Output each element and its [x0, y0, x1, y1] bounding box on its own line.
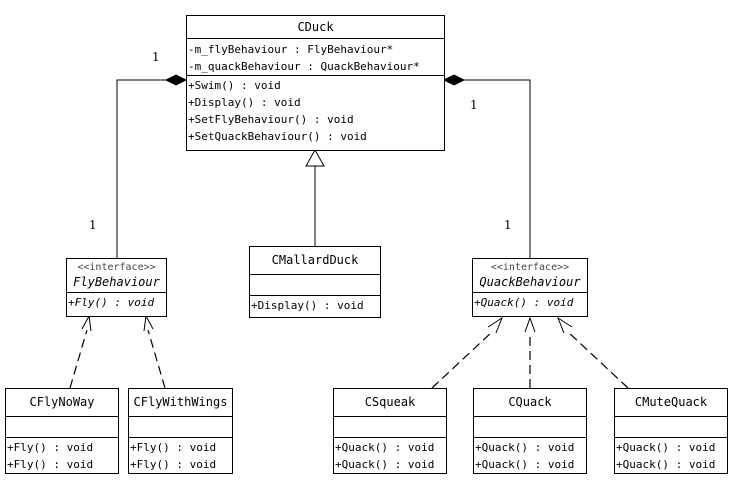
- attributes-section: -m_flyBehaviour : FlyBehaviour* -m_quack…: [187, 38, 444, 75]
- class-cflynoway[interactable]: CFlyNoWay +Fly() : void +Fly() : void: [5, 388, 119, 474]
- operations-section: +Fly() : void +Fly() : void: [6, 437, 118, 473]
- inheritance-arrow: [305, 148, 325, 167]
- operation: +Quack() : void: [475, 441, 575, 454]
- operation: +Display() : void: [251, 299, 364, 312]
- operations-section: +Quack() : void +Quack() : void: [615, 437, 727, 473]
- operation: +Fly() : void: [130, 441, 217, 454]
- class-name: CFlyWithWings: [133, 395, 228, 409]
- class-cflywithwings[interactable]: CFlyWithWings +Fly() : void +Fly() : voi…: [128, 388, 233, 474]
- operation: +Quack() : void: [335, 458, 435, 471]
- class-name: CFlyNoWay: [29, 395, 95, 409]
- class-name: CSqueak: [364, 395, 416, 409]
- operation: +Quack() : void: [616, 441, 716, 454]
- attribute: -m_flyBehaviour : FlyBehaviour*: [188, 43, 394, 56]
- class-csqueak[interactable]: CSqueak +Quack() : void +Quack() : void: [333, 388, 447, 474]
- operations-section: +Fly() : void +Fly() : void: [129, 437, 232, 473]
- interface-name: FlyBehaviour: [73, 275, 160, 289]
- operation: +Swim() : void: [188, 79, 281, 92]
- attributes-section: [250, 274, 380, 295]
- attributes-section: [129, 416, 232, 437]
- operation: +Quack() : void: [475, 458, 575, 471]
- operation: +Fly() : void: [130, 458, 217, 471]
- class-name: CMuteQuack: [634, 395, 708, 409]
- realization-csqueak-arrow: [487, 316, 504, 334]
- operations-section: +Fly() : void: [67, 292, 166, 311]
- class-cquack[interactable]: CQuack +Quack() : void +Quack() : void: [473, 388, 587, 474]
- multiplicity-quack-interface-end: 1: [504, 218, 512, 232]
- attribute: -m_quackBehaviour : QuackBehaviour*: [188, 60, 420, 73]
- composition-fly-line: [116, 79, 186, 258]
- operations-section: +Display() : void: [250, 295, 380, 314]
- class-cmallardduck[interactable]: CMallardDuck +Display() : void: [249, 246, 381, 318]
- composition-quack-line: [444, 79, 531, 258]
- interface-name: QuackBehaviour: [479, 275, 581, 289]
- operation: +SetFlyBehaviour() : void: [188, 113, 354, 126]
- interface-flybehaviour[interactable]: <<interface>> FlyBehaviour +Fly() : void: [66, 258, 167, 317]
- realization-cflynoway-line: [69, 329, 88, 389]
- multiplicity-fly-interface-end: 1: [89, 218, 97, 232]
- operations-section: +Swim() : void +Display() : void +SetFly…: [187, 75, 444, 145]
- stereotype-label: <<interface>>: [490, 262, 570, 273]
- attributes-section: [6, 416, 118, 437]
- attributes-section: [615, 416, 727, 437]
- composition-quack-diamond: [442, 74, 466, 86]
- operation: +Display() : void: [188, 96, 301, 109]
- class-name: CDuck: [297, 20, 334, 34]
- operation: +Quack() : void: [616, 458, 716, 471]
- operation: +Quack() : void: [474, 296, 574, 309]
- attributes-section: [474, 416, 586, 437]
- composition-fly-diamond: [164, 74, 188, 86]
- operation: +SetQuackBehaviour() : void: [188, 130, 367, 143]
- class-name: CQuack: [508, 395, 552, 409]
- realization-cflynoway-arrow: [81, 314, 92, 332]
- operation: +Quack() : void: [335, 441, 435, 454]
- operation: +Fly() : void: [68, 296, 155, 309]
- realization-cquack-arrow: [524, 316, 536, 333]
- class-cmutequack[interactable]: CMuteQuack +Quack() : void +Quack() : vo…: [614, 388, 728, 474]
- operations-section: +Quack() : void: [473, 292, 587, 311]
- class-name: CMallardDuck: [271, 253, 359, 267]
- operation: +Fly() : void: [7, 441, 94, 454]
- operations-section: +Quack() : void +Quack() : void: [334, 437, 446, 473]
- multiplicity-fly-duck-end: 1: [152, 50, 160, 64]
- interface-quackbehaviour[interactable]: <<interface>> QuackBehaviour +Quack() : …: [472, 258, 588, 317]
- operation: +Fly() : void: [7, 458, 94, 471]
- realization-csqueak-line: [431, 330, 494, 389]
- operations-section: +Quack() : void +Quack() : void: [474, 437, 586, 473]
- realization-cflywithwings-line: [147, 329, 166, 389]
- multiplicity-quack-duck-end: 1: [470, 98, 478, 112]
- attributes-section: [334, 416, 446, 437]
- realization-cflywithwings-arrow: [143, 314, 154, 332]
- stereotype-label: <<interface>>: [77, 262, 156, 273]
- realization-cmutequack-line: [566, 330, 629, 389]
- class-cduck[interactable]: CDuck -m_flyBehaviour : FlyBehaviour* -m…: [186, 15, 445, 151]
- realization-cmutequack-arrow: [556, 316, 573, 334]
